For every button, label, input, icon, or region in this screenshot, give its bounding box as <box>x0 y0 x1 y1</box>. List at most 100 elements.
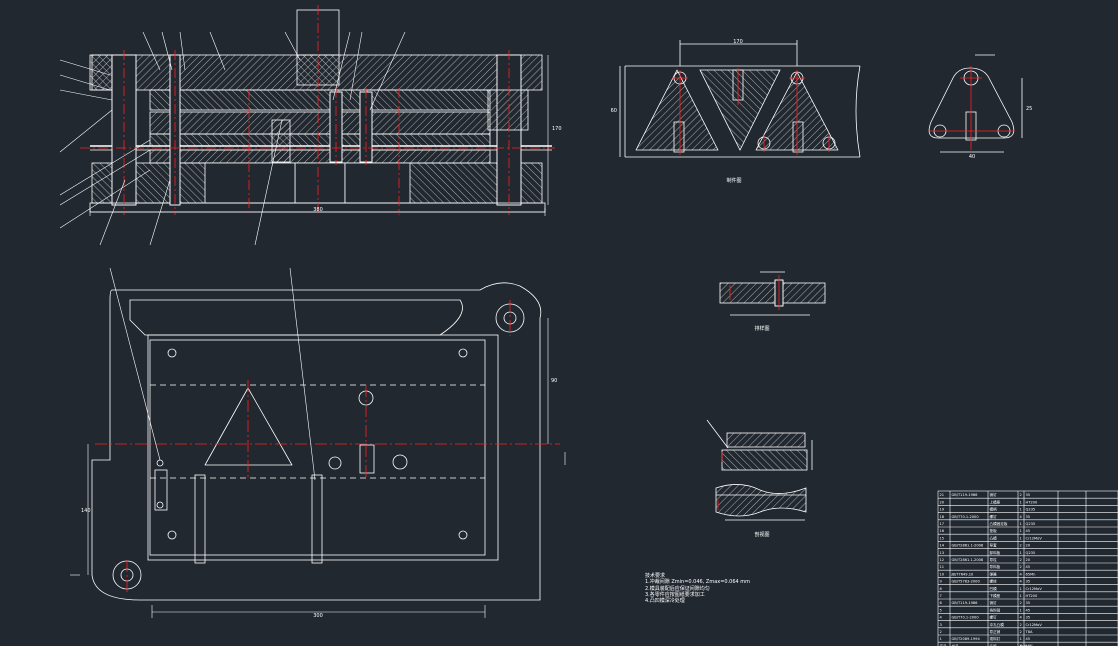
title-block-cell: 13 <box>940 551 945 555</box>
dim-plan-height-left: 140 <box>81 508 91 514</box>
title-block-cell: 模柄 <box>990 507 998 512</box>
title-block-cell: 1 <box>1020 594 1022 598</box>
lower-die-outline <box>91 282 542 601</box>
title-block-cell: 挡料销 <box>990 607 1001 612</box>
assembly-section-view <box>89 9 552 213</box>
title-block-cell: 2 <box>1020 544 1022 548</box>
title-block-cell: 6 <box>940 601 943 605</box>
triangle-cavity <box>204 387 293 466</box>
title-block-cell: 35 <box>1026 580 1031 584</box>
title-block-cell: HT200 <box>1026 500 1038 504</box>
title-block-cell: GB/T2089-1994 <box>952 637 981 641</box>
title-block-cell: Cr12MoV <box>1026 623 1043 627</box>
title-block-cell: 2 <box>1020 630 1022 634</box>
title-block-cell: 7 <box>940 594 942 598</box>
title-block-cell: 11 <box>940 565 945 569</box>
title-block-cell: 凸模固定板 <box>990 521 1008 526</box>
blank-centerlines <box>672 68 830 155</box>
die-plate-outline <box>149 339 486 556</box>
part-centerlines <box>930 66 1015 150</box>
blank-view-label: 制件图 <box>726 177 741 184</box>
title-block-cell: GB/T119-1986 <box>952 601 979 605</box>
title-block-cell: 21 <box>940 493 945 497</box>
title-block-header-cell: 材料 <box>1026 643 1034 646</box>
title-block-cell: 1 <box>1020 529 1022 533</box>
title-block-cell: 45 <box>1026 529 1031 533</box>
title-block-cell: 下模座 <box>990 593 1001 598</box>
title-block-cell: 1 <box>1020 637 1022 641</box>
plate-section-centerlines <box>729 275 780 310</box>
title-block-cell: JB/T7649.10 <box>951 572 975 576</box>
title-block-cell: 凹模 <box>990 586 998 591</box>
title-block-cell: 12 <box>940 558 945 562</box>
title-block-cell: GB/T70.1-2000 <box>952 616 980 620</box>
title-block-cell: 导料板 <box>990 564 1001 569</box>
title-block-cell: 1 <box>1020 508 1022 512</box>
title-block-cell: 10 <box>940 572 945 576</box>
title-block-cell: 顼料钉 <box>990 636 1001 641</box>
title-block-cell: 3 <box>940 623 942 627</box>
title-block-cell: Q235 <box>1026 551 1036 555</box>
title-block-cell: GB/T119-1986 <box>952 493 979 497</box>
title-block-cell: 2 <box>940 630 942 634</box>
dim-plan-height-right: 90 <box>551 378 557 384</box>
title-block-cell: 垫板 <box>990 528 998 533</box>
dim-part-width: 170 <box>733 39 743 45</box>
dim-plan-width: 300 <box>313 613 323 619</box>
title-block-cell: 冲孔凸模 <box>990 622 1005 627</box>
title-block-cell: 35 <box>1026 515 1031 519</box>
strip-section-view <box>706 419 813 521</box>
title-block-cell: 35 <box>1026 616 1031 620</box>
title-block-cell: 16 <box>940 529 945 533</box>
title-block-cell: 1 <box>1020 522 1022 526</box>
title-block-cell: 45 <box>1026 637 1031 641</box>
dim-top-height: 170 <box>552 126 562 132</box>
title-block-cell: Cr12MoV <box>1026 536 1043 540</box>
title-block-cell: GB/T5783-2000 <box>952 580 981 584</box>
title-block-cell: 螺钉 <box>990 514 998 519</box>
title-block-cell: T8A <box>1025 630 1033 634</box>
title-block-cell: 1 <box>1020 608 1022 612</box>
strip-centerlines <box>717 452 723 510</box>
title-block-cell: Cr12MoV <box>1026 587 1043 591</box>
title-block-cell: 45 <box>1026 565 1031 569</box>
die-plate <box>149 149 491 164</box>
title-block-cell: 20 <box>1026 558 1031 562</box>
title-block-cell: 2 <box>1020 558 1022 562</box>
notes-line-4: 4.凸凹模深冷处理 <box>645 597 685 604</box>
title-block-cell: 凸模 <box>990 535 998 540</box>
plan-dashed-lines <box>150 384 485 479</box>
title-block-cell: 销钉 <box>990 492 998 497</box>
title-block-cell: 15 <box>940 536 945 540</box>
title-block-cell: 4 <box>1020 580 1023 584</box>
title-block-cell: 2 <box>1020 623 1022 627</box>
title-block-cell: HT200 <box>1026 594 1038 598</box>
title-block-cell: 导柱 <box>990 557 998 562</box>
title-block-cell: 1 <box>1020 536 1022 540</box>
title-block-cell: Q235 <box>1026 522 1036 526</box>
title-block-cell: 4 <box>1020 616 1023 620</box>
plan-dimensions <box>70 267 566 618</box>
title-block-cell: 卸料板 <box>990 550 1001 555</box>
title-block-cell: 导正销 <box>990 629 1001 634</box>
title-block-cell: GB/T70.1-2000 <box>952 515 980 519</box>
title-block-header-cell: 名称 <box>990 643 998 646</box>
title-block-cell: 螺栓 <box>990 579 998 584</box>
title-block-cell: GB/T2861.1-2008 <box>952 558 984 562</box>
title-block-cell: 弹簧 <box>990 571 998 576</box>
title-block-cell: 18 <box>940 515 945 519</box>
title-block-cell: 4 <box>940 616 943 620</box>
notes-heading: 技术要求 <box>645 572 665 579</box>
title-block-cell: 5 <box>940 608 942 612</box>
notes-line-2: 2.模具装配后应保证间隙均匀 <box>645 585 710 592</box>
title-block-cell: 1 <box>1020 500 1022 504</box>
title-block-cell: 上模座 <box>990 499 1001 504</box>
blank-layout-view <box>619 40 861 158</box>
title-block-header-cell: 序号 <box>940 643 948 646</box>
title-block-cell: 螺钉 <box>990 615 998 620</box>
title-block-cell: 14 <box>940 544 945 548</box>
dim-top-width: 380 <box>313 207 323 213</box>
title-block-cell: 2 <box>1020 493 1022 497</box>
